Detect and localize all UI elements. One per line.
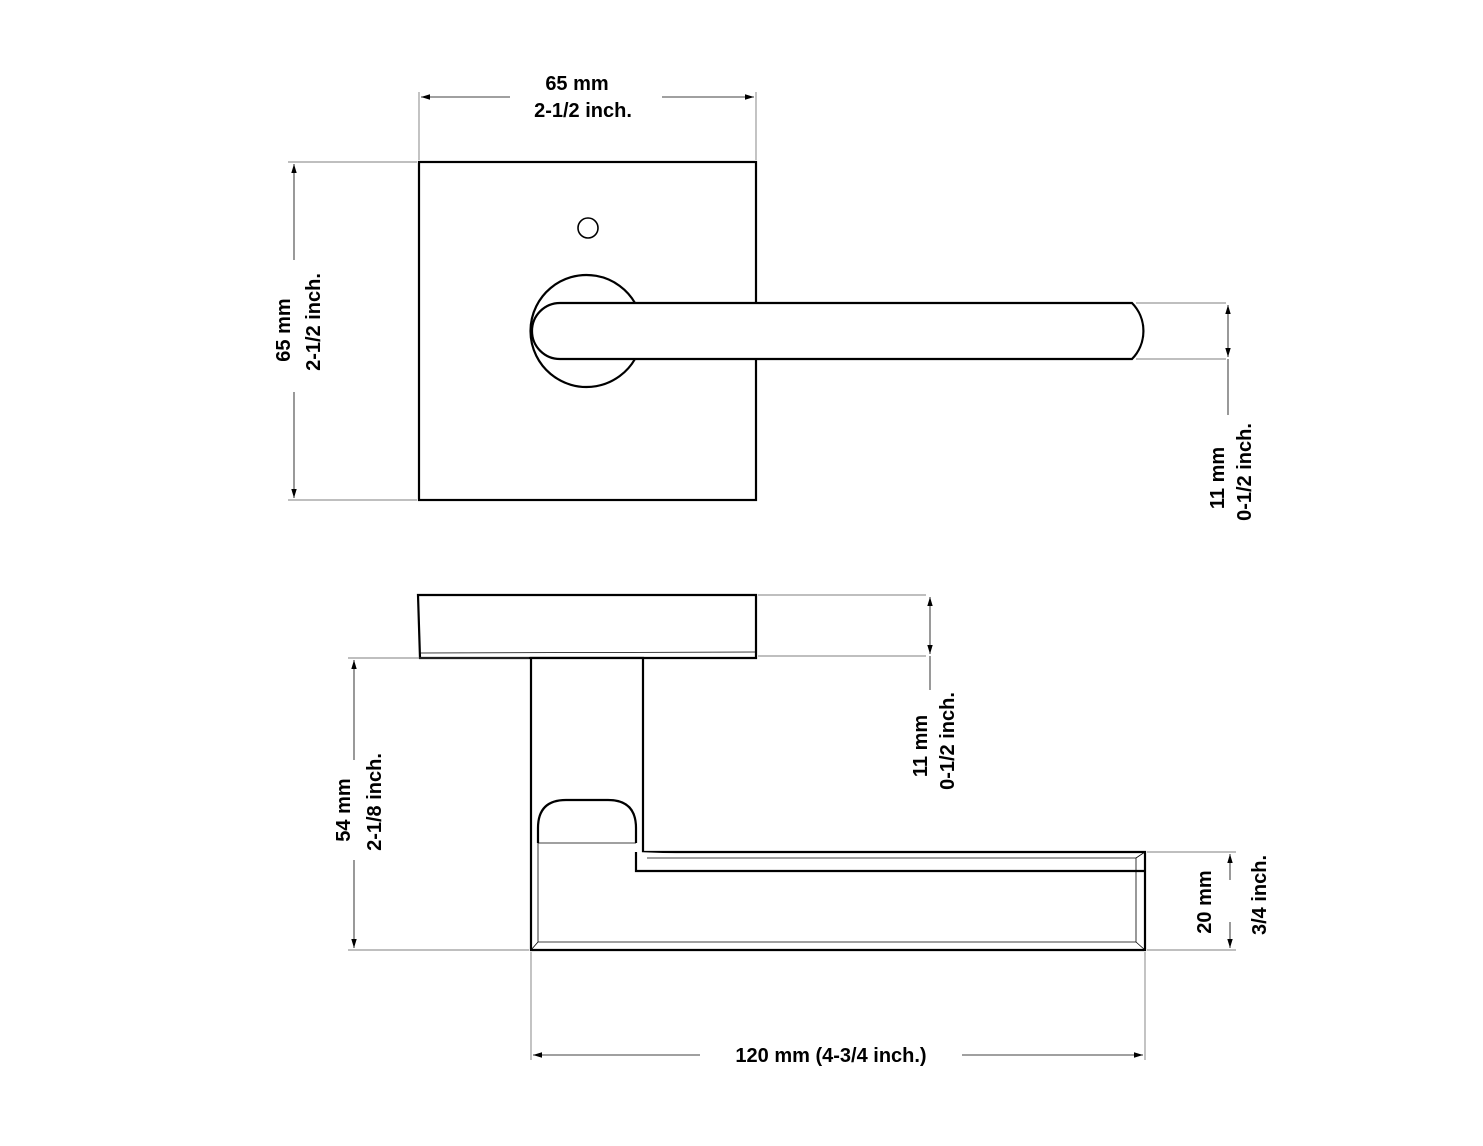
dim-lever-length: 120 mm (4-3/4 inch.): [530, 952, 1146, 1067]
projection-in-label: 2-1/8 inch.: [364, 753, 386, 851]
lever-hub: [529, 273, 636, 389]
rose-width-mm-label: 65 mm: [545, 73, 608, 95]
dim-rose-height: 65 mm 2-1/2 inch.: [273, 161, 417, 501]
rose-depth-in-label: 0-1/2 inch.: [937, 692, 959, 790]
rose-depth-mm-label: 11 mm: [910, 715, 932, 777]
dim-lever-height: 20 mm 3/4 inch.: [1147, 851, 1271, 951]
projection-mm-label: 54 mm: [333, 778, 355, 841]
lever-height-in-label: 3/4 inch.: [1249, 855, 1271, 935]
lever-thickness-mm-label: 11 mm: [1207, 447, 1229, 509]
dim-rose-width: 65 mm 2-1/2 inch.: [418, 73, 757, 160]
dim-projection: 54 mm 2-1/8 inch.: [333, 657, 529, 951]
rose-width-in-label: 2-1/2 inch.: [534, 100, 632, 122]
neck-cavity: [536, 798, 638, 843]
dim-rose-depth: 11 mm 0-1/2 inch.: [758, 594, 959, 790]
side-view: [416, 593, 1147, 952]
rose-height-mm-label: 65 mm: [273, 298, 295, 361]
set-screw-hole: [577, 217, 599, 239]
lever-thickness-in-label: 0-1/2 inch.: [1234, 423, 1256, 521]
lever-notch: [634, 852, 1145, 873]
lever-height-mm-label: 20 mm: [1194, 870, 1216, 933]
lever-bar-front: [530, 301, 1145, 361]
rose-profile-side: [416, 593, 758, 660]
front-view: [417, 160, 1145, 502]
rose-height-in-label: 2-1/2 inch.: [303, 273, 325, 371]
dim-lever-thickness: 11 mm 0-1/2 inch.: [1136, 302, 1256, 521]
lever-length-label: 120 mm (4-3/4 inch.): [735, 1045, 926, 1067]
